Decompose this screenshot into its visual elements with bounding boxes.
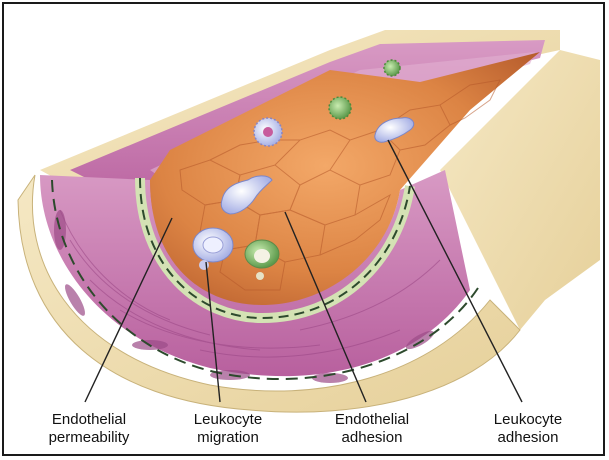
label-leukocyte-adhesion: Leukocyte adhesion [463,411,593,447]
label-endothelial-adhesion: Endothelial adhesion [307,411,437,447]
label-leukocyte-migration: Leukocyte migration [163,411,293,447]
label-endothelial-permeability: Endothelial permeability [24,411,154,447]
figure-border [2,2,605,456]
